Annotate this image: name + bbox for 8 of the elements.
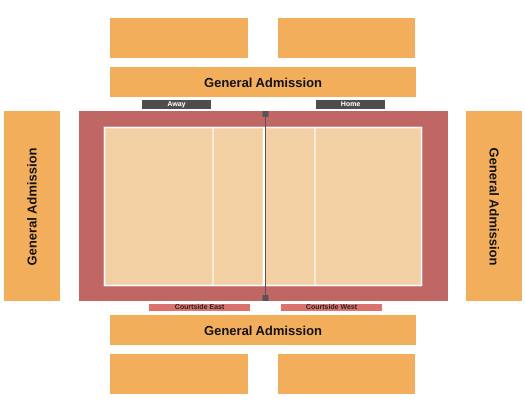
seating-section: General Admission	[4, 111, 60, 301]
seating-section	[110, 18, 248, 58]
seating-section	[110, 354, 248, 394]
seating-section: General Admission	[110, 315, 416, 345]
seating-section: General Admission	[466, 111, 522, 301]
seating-section	[278, 18, 415, 58]
seating-section: General Admission	[110, 67, 416, 97]
seating-section	[278, 354, 415, 394]
